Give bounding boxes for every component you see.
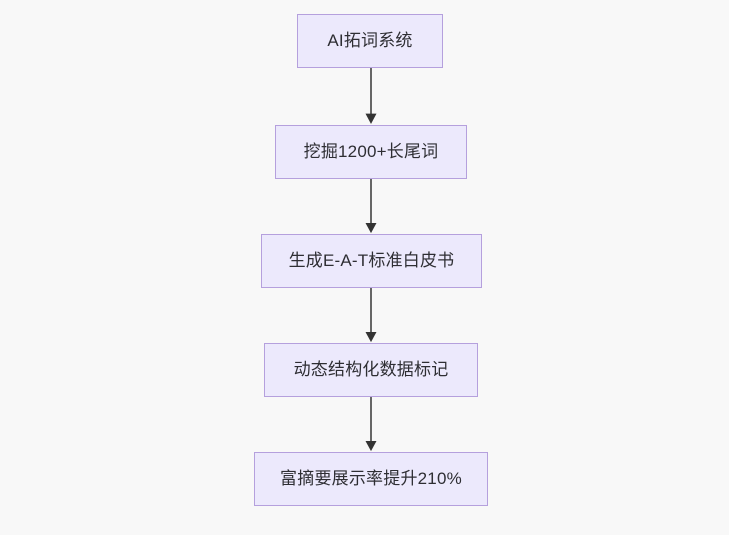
flowchart-node-ai-keyword-system[interactable]: AI拓词系统: [297, 14, 443, 68]
flowchart-arrow-connector: [361, 397, 381, 452]
flowchart-node-generate-eat-whitepaper[interactable]: 生成E-A-T标准白皮书: [261, 234, 482, 288]
flowchart-arrow-connector: [361, 179, 381, 234]
flowchart-arrow-connector: [361, 288, 381, 343]
flowchart-node-label: 生成E-A-T标准白皮书: [288, 250, 455, 270]
flowchart-node-label: 富摘要展示率提升210%: [280, 468, 462, 488]
flowchart-node-rich-snippet-rate-increase[interactable]: 富摘要展示率提升210%: [254, 452, 488, 506]
flowchart-node-label: 挖掘1200+长尾词: [303, 141, 439, 161]
arrow-down-icon: [365, 397, 377, 452]
arrow-down-icon: [365, 68, 377, 125]
flowchart-node-mine-longtail-keywords[interactable]: 挖掘1200+长尾词: [275, 125, 467, 179]
flowchart-node-dynamic-structured-data-markup[interactable]: 动态结构化数据标记: [264, 343, 478, 397]
flowchart-node-label: AI拓词系统: [327, 30, 413, 50]
flowchart-node-label: 动态结构化数据标记: [293, 359, 449, 379]
arrow-down-icon: [365, 288, 377, 343]
flowchart-arrow-connector: [361, 68, 381, 125]
arrow-down-icon: [365, 179, 377, 234]
